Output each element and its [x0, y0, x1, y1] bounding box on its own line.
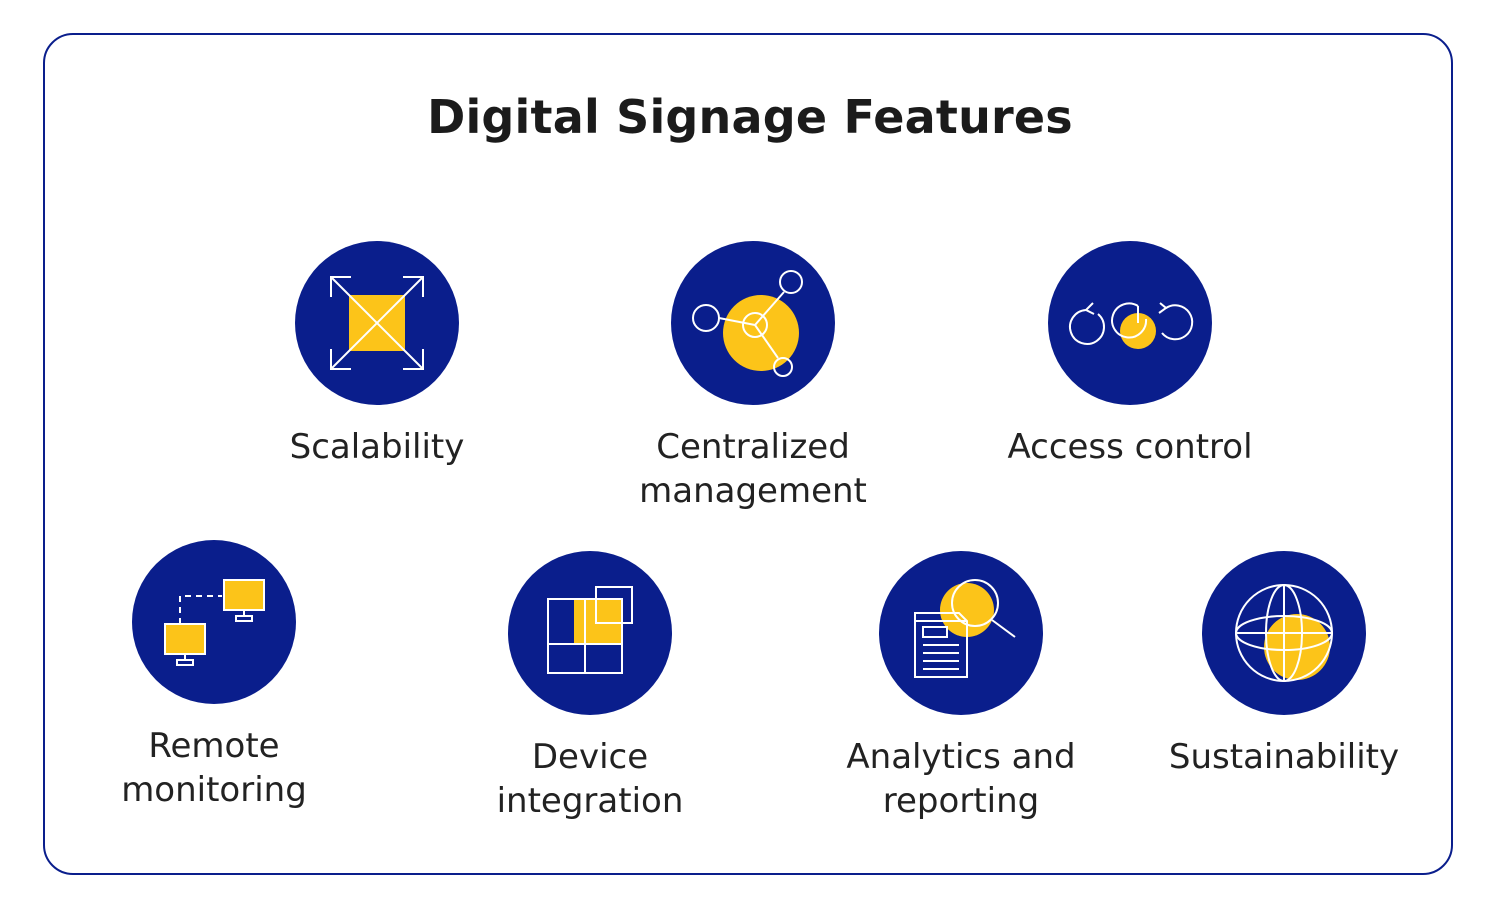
feature-remote-monitoring: Remote monitoring	[64, 540, 364, 812]
feature-label: Remote monitoring	[121, 726, 307, 810]
feature-sustainability: Sustainability	[1134, 551, 1434, 779]
rotating-circles-icon	[1048, 241, 1212, 405]
expand-arrows-icon	[295, 241, 459, 405]
feature-scalability: Scalability	[227, 241, 527, 469]
globe-icon	[1202, 551, 1366, 715]
feature-label: Analytics and reporting	[846, 737, 1076, 821]
network-nodes-icon	[671, 241, 835, 405]
feature-centralized-management: Centralized management	[603, 241, 903, 513]
feature-label: Sustainability	[1168, 737, 1400, 777]
feature-access-control: Access control	[980, 241, 1280, 469]
connected-monitors-icon	[132, 540, 296, 704]
feature-device-integration: Device integration	[440, 551, 740, 823]
feature-label: Device integration	[496, 737, 684, 821]
page-title: Digital Signage Features	[427, 90, 1073, 144]
feature-label: Scalability	[289, 427, 465, 467]
feature-label: Access control	[1007, 427, 1253, 467]
content-frame	[43, 33, 1453, 875]
feature-analytics-reporting: Analytics and reporting	[811, 551, 1111, 823]
report-magnifier-icon	[879, 551, 1043, 715]
feature-label: Centralized management	[639, 427, 867, 511]
grid-overlay-icon	[508, 551, 672, 715]
